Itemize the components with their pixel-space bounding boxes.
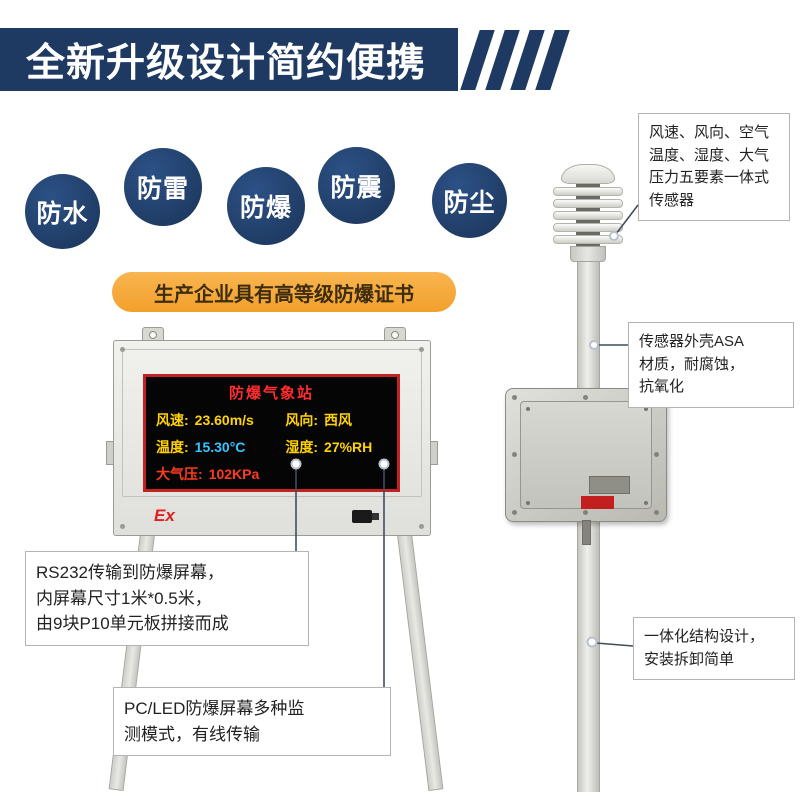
connector-structure	[595, 642, 634, 647]
corner-screw	[419, 347, 424, 352]
wind-direction-value: 西风	[324, 412, 353, 428]
callout-asa-housing: 传感器外壳ASA 材质，耐腐蚀， 抗氧化	[628, 322, 794, 408]
callout-line: 材质，耐腐蚀，	[639, 355, 745, 373]
certificate-banner: 生产企业具有高等级防爆证书	[112, 272, 456, 312]
humidity-reading: 湿度: 27%RH	[285, 437, 387, 457]
corner-screw	[120, 524, 125, 529]
humidity-label: 湿度:	[285, 439, 319, 455]
screen-row-wind: 风速: 23.60m/s 风向: 西风	[156, 410, 387, 430]
badge-shock-proof: 防震	[318, 147, 395, 224]
callout-integrated-structure: 一体化结构设计， 安装拆卸简单	[633, 617, 795, 680]
wind-speed-label: 风速:	[156, 412, 189, 428]
screen-row-temp-humidity: 温度: 15.30°C 湿度: 27%RH	[156, 437, 387, 457]
humidity-value: 27%RH	[324, 439, 373, 455]
callout-pcled-modes: PC/LED防爆屏幕多种监 测模式，有线传输	[113, 687, 391, 756]
pressure-value: 102KPa	[208, 466, 260, 482]
callout-line: RS232传输到防爆屏幕，	[36, 563, 224, 582]
sensor-louver-plate	[553, 235, 623, 244]
temperature-value: 15.30°C	[194, 439, 246, 455]
temperature-label: 温度:	[156, 439, 189, 455]
junction-box-cover	[520, 401, 652, 509]
cable-gland	[352, 510, 379, 523]
banner-slash-decoration	[460, 30, 570, 90]
wind-direction-reading: 风向: 西风	[285, 410, 387, 430]
callout-line: PC/LED防爆屏幕多种监	[124, 699, 305, 718]
callout-rs232-screen: RS232传输到防爆屏幕， 内屏幕尺寸1米*0.5米， 由9块P10单元板拼接而…	[25, 551, 309, 646]
mounting-ear-left	[142, 327, 164, 341]
sensor-louver-plate	[553, 199, 623, 208]
wind-speed-reading: 风速: 23.60m/s	[156, 410, 285, 430]
badge-lightning-proof: 防雷	[124, 148, 202, 226]
badge-waterproof: 防水	[25, 174, 100, 249]
led-display-cabinet: 防爆气象站 风速: 23.60m/s 风向: 西风 温度: 15.30°C 湿度: 27…	[106, 340, 438, 536]
junction-box-bolts	[512, 395, 517, 400]
ex-certification-mark: Ex	[154, 506, 175, 525]
cable-conduit	[582, 520, 591, 545]
callout-line: 压力五要素一体式	[649, 169, 770, 186]
screen-title: 防爆气象站	[228, 385, 314, 402]
badge-dust-proof: 防尘	[432, 163, 507, 238]
mounting-ear-right	[384, 327, 406, 341]
temperature-reading: 温度: 15.30°C	[156, 437, 285, 457]
badge-explosion-proof: 防爆	[227, 167, 305, 245]
sensor-louver-plate	[553, 187, 623, 196]
callout-line: 内屏幕尺寸1米*0.5米，	[36, 588, 212, 608]
callout-line: 一体化结构设计，	[644, 628, 765, 645]
callout-five-element-sensor: 风速、风向、空气 温度、湿度、大气 压力五要素一体式 传感器	[638, 113, 790, 221]
callout-line: 传感器外壳ASA	[639, 333, 745, 350]
weather-sensor	[552, 164, 624, 262]
wind-direction-label: 风向:	[285, 412, 319, 428]
corner-screw	[120, 347, 125, 352]
junction-box-screws	[526, 407, 530, 411]
sensor-louver-plate	[553, 223, 623, 232]
display-right-leg	[397, 533, 444, 791]
junction-box	[505, 388, 667, 522]
pressure-label: 大气压:	[156, 466, 203, 482]
pressure-reading: 大气压: 102KPa	[156, 464, 285, 484]
screen-row-pressure: 大气压: 102KPa	[156, 464, 387, 484]
callout-line: 风速、风向、空气	[649, 124, 770, 141]
junction-box-nameplate	[589, 476, 630, 494]
banner-title: 全新升级设计简约便携	[26, 41, 427, 85]
callout-line: 安装拆卸简单	[644, 650, 735, 668]
callout-line: 温度、湿度、大气	[649, 146, 770, 164]
side-hinge-right	[430, 441, 438, 465]
callout-line: 测模式，有线传输	[124, 724, 260, 744]
wind-speed-value: 23.60m/s	[194, 412, 254, 428]
led-screen: 防爆气象站 风速: 23.60m/s 风向: 西风 温度: 15.30°C 湿度: 27…	[143, 374, 400, 492]
callout-line: 抗氧化	[639, 378, 685, 395]
side-hinge-left	[106, 441, 114, 465]
junction-box-warning-label	[581, 496, 614, 509]
sensor-louver-plate	[553, 211, 623, 220]
corner-screw	[419, 524, 424, 529]
sensor-dome	[561, 164, 615, 184]
callout-line: 传感器	[649, 191, 695, 209]
top-banner: 全新升级设计简约便携	[0, 28, 458, 91]
callout-line: 由9块P10单元板拼接而成	[36, 614, 229, 633]
sensor-collar	[570, 246, 606, 262]
